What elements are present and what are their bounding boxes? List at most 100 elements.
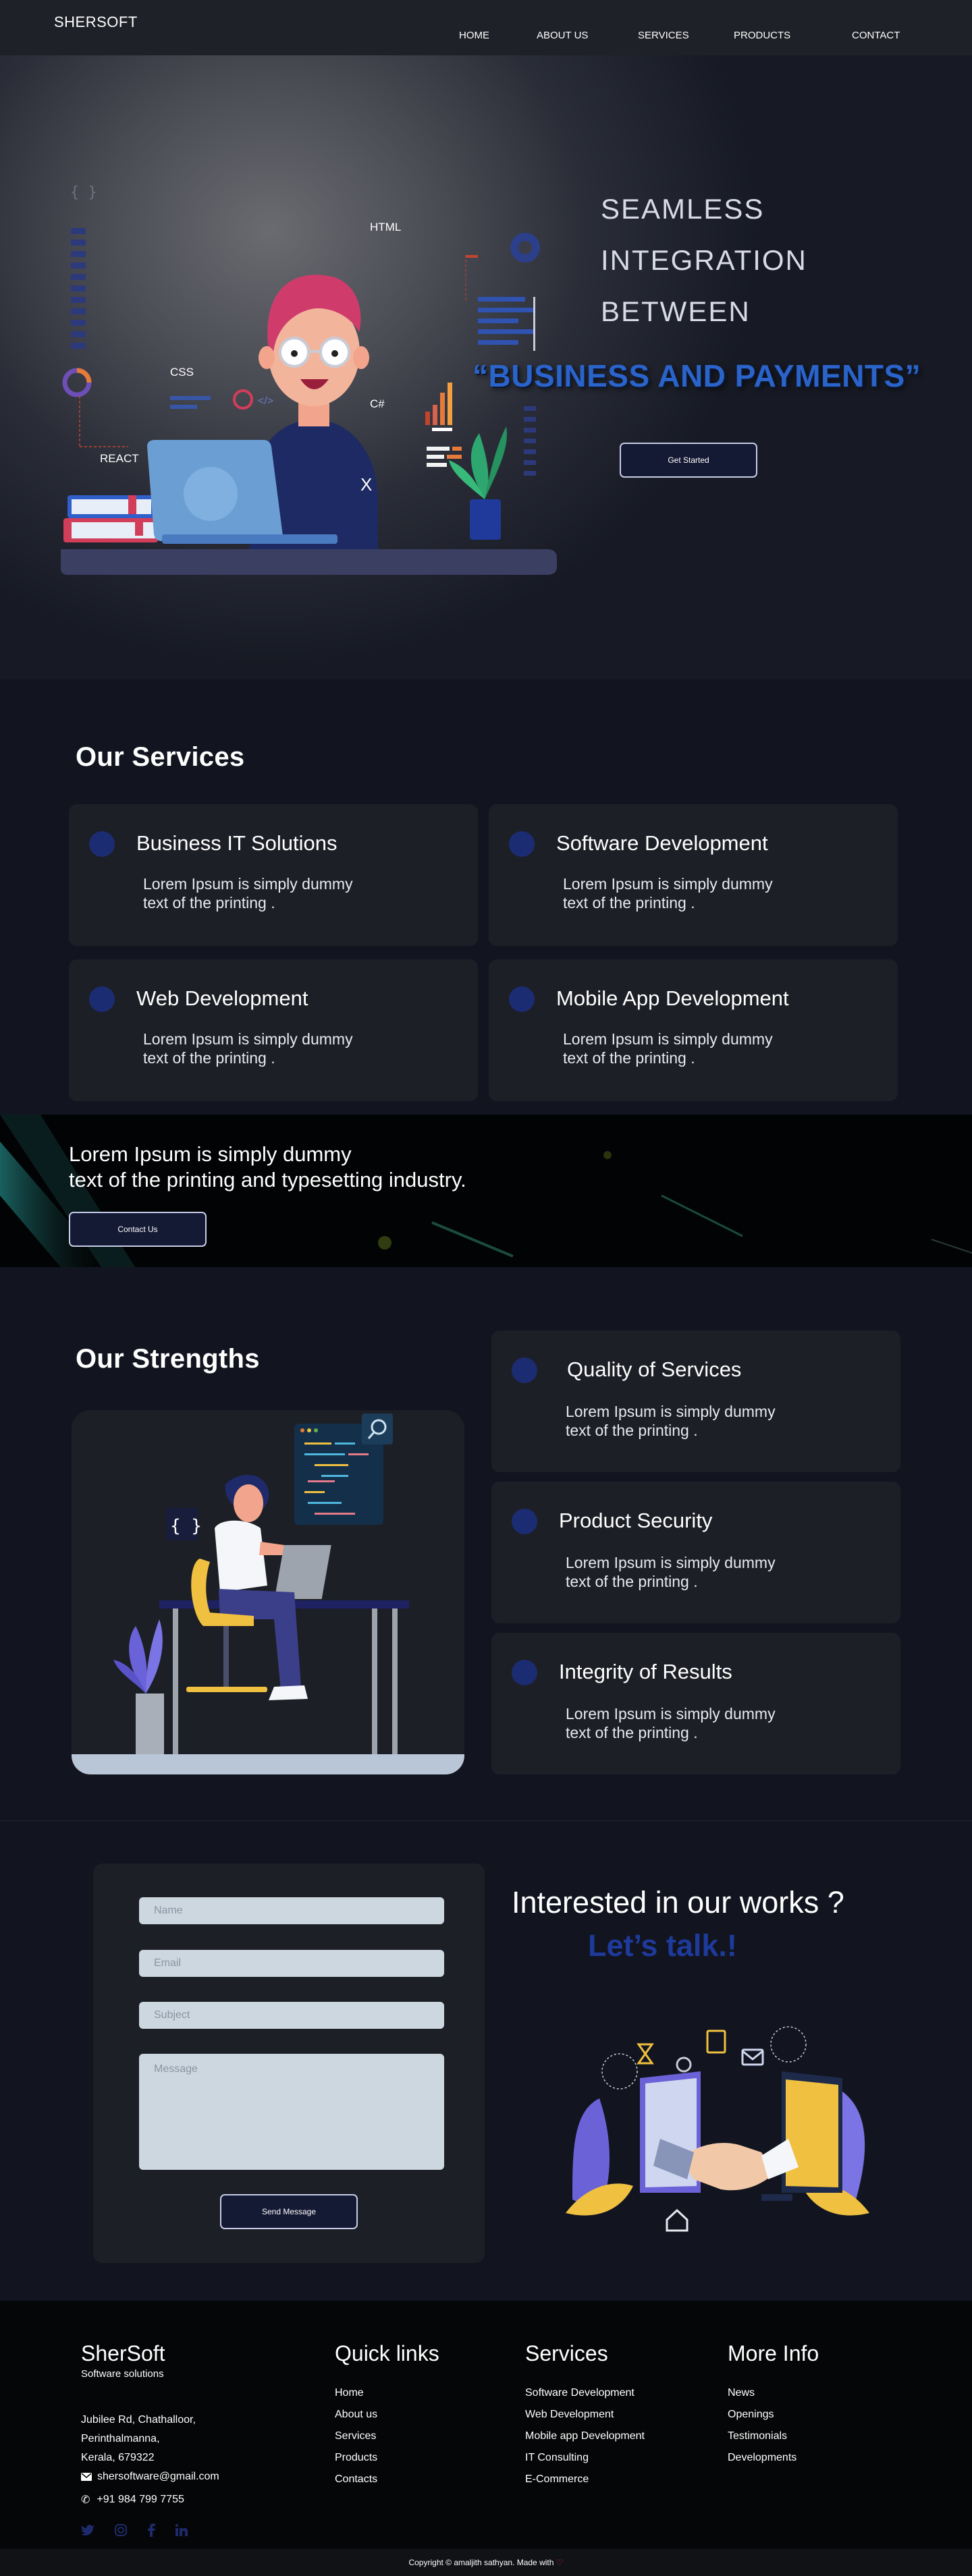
contact-us-button[interactable]: Contact Us: [69, 1212, 207, 1247]
developer-illustration: { } REACT CSS </> HTML C#: [61, 184, 557, 575]
service-dot-icon: [89, 831, 115, 857]
braces-icon: { }: [170, 1516, 202, 1536]
hourglass-icon: [637, 2043, 654, 2065]
home-icon: [666, 2208, 688, 2232]
nav-home[interactable]: HOME: [459, 30, 489, 41]
service-title: Software Development: [556, 831, 768, 855]
service-dot-icon: [509, 986, 535, 1012]
document-icon: [706, 2029, 726, 2054]
banner-text: Lorem Ipsum is simply dummy text of the …: [69, 1142, 466, 1192]
footer-service-software[interactable]: Software Development: [525, 2387, 634, 2399]
service-card-web-dev[interactable]: Web Development Lorem Ipsum is simply du…: [69, 959, 478, 1101]
service-title: Mobile App Development: [556, 986, 789, 1010]
contact-subheading: Let’s talk.!: [588, 1928, 737, 1963]
hero-section: { } REACT CSS </> HTML C#: [0, 55, 972, 679]
footer-service-mobile[interactable]: Mobile app Development: [525, 2430, 645, 2442]
strength-card-quality[interactable]: Quality of Services Lorem Ipsum is simpl…: [491, 1331, 900, 1472]
hero-heading: SEAMLESS INTEGRATION BETWEEN: [601, 184, 952, 337]
cta-banner: Lorem Ipsum is simply dummy text of the …: [0, 1115, 972, 1267]
footer: SherSoft Software solutions Jubilee Rd, …: [0, 2301, 972, 2576]
send-message-button[interactable]: Send Message: [220, 2194, 358, 2229]
facebook-icon[interactable]: [147, 2523, 155, 2537]
service-desc: Lorem Ipsum is simply dummy text of the …: [563, 875, 773, 912]
footer-link-openings[interactable]: Openings: [728, 2409, 774, 2420]
nav-about[interactable]: ABOUT US: [537, 30, 589, 41]
email-row[interactable]: shersoftware@gmail.com: [81, 2471, 219, 2483]
nav-products[interactable]: PRODUCTS: [734, 30, 791, 41]
footer-link-products[interactable]: Products: [335, 2452, 378, 2463]
service-dot-icon: [89, 986, 115, 1012]
more-info-title: More Info: [728, 2341, 819, 2365]
strength-title: Integrity of Results: [559, 1660, 732, 1683]
twitter-icon[interactable]: [81, 2524, 94, 2536]
html-label: HTML: [370, 221, 401, 233]
address-line-2: Perinthalmanna,: [81, 2433, 160, 2444]
footer-service-web[interactable]: Web Development: [525, 2409, 614, 2420]
strength-card-security[interactable]: Product Security Lorem Ipsum is simply d…: [491, 1482, 900, 1623]
strength-desc: Lorem Ipsum is simply dummy text of the …: [566, 1403, 776, 1439]
hero-line-1: SEAMLESS: [601, 193, 765, 225]
address-line-3: Kerala, 679322: [81, 2452, 155, 2463]
service-desc: Lorem Ipsum is simply dummy text of the …: [143, 1030, 353, 1067]
nav-contact[interactable]: CONTACT: [852, 30, 900, 41]
footer-link-testimonials[interactable]: Testimonials: [728, 2430, 788, 2442]
css-label: CSS: [170, 366, 194, 379]
code-window: [294, 1424, 383, 1525]
service-card-business-it[interactable]: Business IT Solutions Lorem Ipsum is sim…: [69, 804, 478, 946]
service-dot-icon: [509, 831, 535, 857]
react-label: REACT: [100, 452, 139, 465]
coder-illustration: { }: [72, 1413, 464, 1774]
footer-link-news[interactable]: News: [728, 2387, 755, 2399]
strength-title: Product Security: [559, 1509, 713, 1532]
plant-icon: [449, 426, 507, 540]
footer-service-ecommerce[interactable]: E-Commerce: [525, 2473, 589, 2485]
services-title: Our Services: [76, 742, 245, 772]
gear-icon: [510, 233, 540, 262]
strength-title: Quality of Services: [567, 1357, 742, 1381]
subject-input[interactable]: [139, 2002, 444, 2029]
strengths-illustration-card: { }: [72, 1410, 464, 1774]
csharp-label: C#: [370, 397, 385, 410]
footer-service-it-consulting[interactable]: IT Consulting: [525, 2452, 589, 2463]
heart-icon: ♡: [556, 2558, 564, 2567]
top-navbar: SHERSOFT HOME ABOUT US SERVICES PRODUCTS…: [0, 0, 972, 55]
desk: [61, 549, 557, 575]
strengths-title: Our Strengths: [76, 1344, 260, 1374]
service-desc: Lorem Ipsum is simply dummy text of the …: [143, 875, 353, 912]
section-divider: [0, 1820, 972, 1821]
strength-dot-icon: [512, 1357, 537, 1383]
footer-link-services[interactable]: Services: [335, 2430, 377, 2442]
footer-link-about[interactable]: About us: [335, 2409, 378, 2420]
strength-dot-icon: [512, 1660, 537, 1685]
footer-brand: SherSoft: [81, 2341, 165, 2365]
linkedin-icon[interactable]: [176, 2524, 188, 2536]
email-input[interactable]: [139, 1950, 444, 1977]
footer-link-developments[interactable]: Developments: [728, 2452, 797, 2463]
plant-icon: [113, 1619, 164, 1754]
message-input[interactable]: [139, 2054, 444, 2170]
ring-icon: [233, 389, 253, 410]
service-card-mobile-app[interactable]: Mobile App Development Lorem Ipsum is si…: [489, 959, 898, 1101]
name-input[interactable]: [139, 1897, 444, 1924]
phone-row[interactable]: ✆ +91 984 799 7755: [81, 2493, 184, 2507]
address-line-1: Jubilee Rd, Chathalloor,: [81, 2414, 196, 2426]
developer-character: X: [250, 275, 378, 555]
footer-link-contacts[interactable]: Contacts: [335, 2473, 378, 2485]
strength-card-integrity[interactable]: Integrity of Results Lorem Ipsum is simp…: [491, 1633, 900, 1774]
service-card-software-dev[interactable]: Software Development Lorem Ipsum is simp…: [489, 804, 898, 946]
service-title: Business IT Solutions: [136, 831, 338, 855]
laptop-icon: [147, 440, 338, 544]
footer-services-title: Services: [525, 2341, 608, 2365]
braces-label: { }: [70, 184, 97, 201]
mail-icon: [81, 2473, 92, 2481]
strength-desc: Lorem Ipsum is simply dummy text of the …: [566, 1705, 776, 1741]
get-started-button[interactable]: Get Started: [620, 443, 757, 478]
brand-logo[interactable]: SHERSOFT: [54, 13, 138, 30]
contact-heading: Interested in our works ?: [512, 1885, 844, 1920]
nav-services[interactable]: SERVICES: [638, 30, 689, 41]
decor-bars: [71, 228, 86, 349]
footer-link-home[interactable]: Home: [335, 2387, 364, 2399]
copyright-text: Copyright © amaljith sathyan. Made with: [408, 2558, 554, 2567]
strength-dot-icon: [512, 1509, 537, 1534]
instagram-icon[interactable]: [115, 2524, 127, 2536]
